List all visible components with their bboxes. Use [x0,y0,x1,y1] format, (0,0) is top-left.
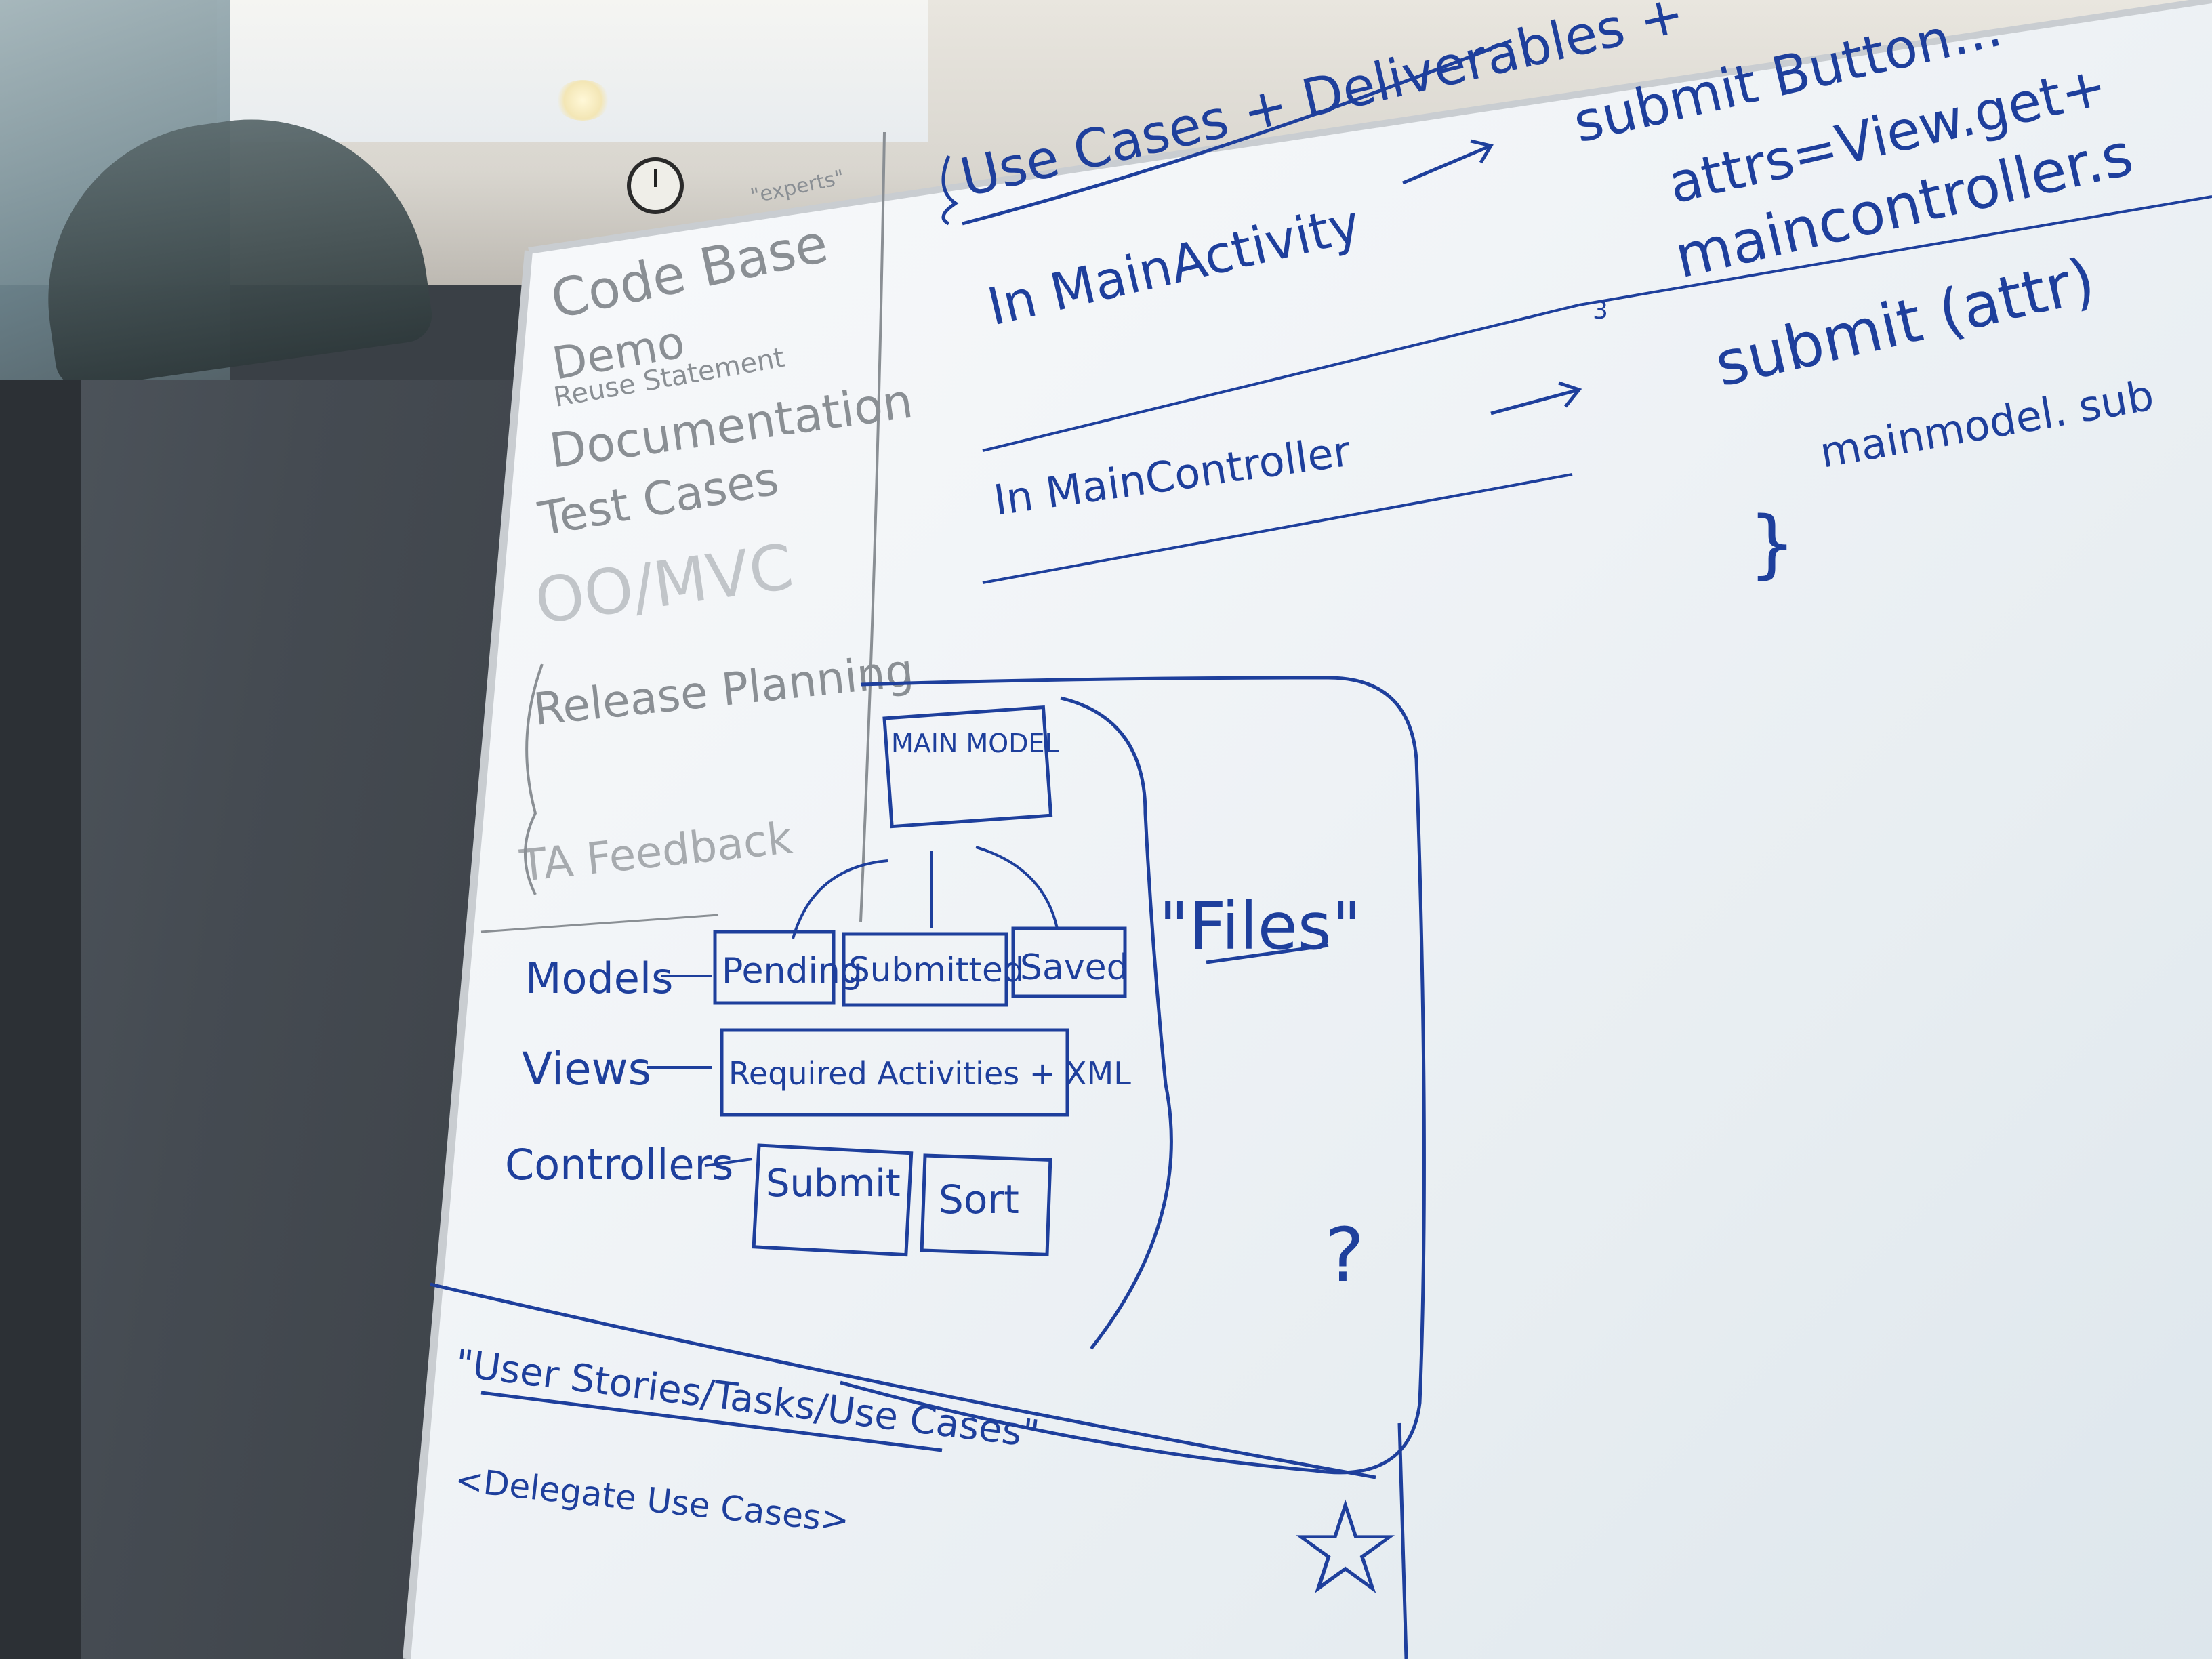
pending-label: Pending [722,951,863,991]
views-box-label: Required Activities + XML [729,1055,1131,1092]
left-item-oo-mvc: OO/MVC [531,531,798,638]
line-mainmodel: mainmodel. sub [1816,370,2157,477]
main-model-box [882,705,1053,829]
views-box [720,1028,1069,1117]
arrow-head-2 [1558,381,1582,408]
divider-vertical [859,131,886,922]
arrow-pending-model [792,859,888,939]
views-label: Views [522,1043,651,1095]
separator-line-3 [1578,195,2212,306]
submit-label: Submit [766,1162,901,1206]
sort-box [920,1153,1052,1256]
controllers-arrow [704,1158,753,1167]
delegate-label: <Delegate Use Cases> [453,1460,851,1540]
saved-box [1011,926,1127,998]
board-left-edge [403,250,533,1659]
arrow-saved-model [975,846,1059,929]
in-maincontroller: In MainController [991,426,1354,525]
sort-label: Sort [939,1176,1019,1223]
bottom-divider [430,1282,1376,1479]
user-stories-underline [480,1391,943,1452]
separator-line-2 [982,304,1580,452]
right-divider [1397,1422,1408,1659]
ceiling-lamp [556,80,610,121]
controllers-label: Controllers [505,1140,733,1189]
submit-box [752,1143,914,1257]
bottom-notes: "User Stories/Tasks/Use Cases" <Delegate… [453,1341,1403,1623]
arrow-head-1 [1470,139,1494,164]
left-list: "experts" Code Base Demo Reuse Statement… [517,165,916,895]
cubicle-edge [0,380,81,1659]
left-item-release-planning: Release Planning [531,644,916,735]
in-mainactivity: In MainActivity [982,193,1366,337]
files-label: "Files" [1159,888,1361,964]
board-top-edge [528,0,2212,254]
submitted-box [842,932,1008,1007]
submitted-label: Submitted [848,950,1024,989]
code-notes: Use Cases + Deliverables + In MainActivi… [941,0,2157,587]
files-outline [840,676,1426,1475]
main-model-label: MAIN MODEL [891,729,1059,758]
question-mark: ? [1325,1212,1364,1298]
divider-horizontal [480,914,719,933]
left-item-ta-feedback: TA Feedback [517,813,795,892]
star-doodle: ☆ [1288,1473,1403,1623]
closing-brace: } [1748,500,1796,587]
saved-label: Saved [1020,947,1129,988]
files-inner-curve [1060,696,1173,1350]
arrow-maincontroller [1490,388,1580,415]
left-brace [524,663,544,895]
header-brace [941,155,959,226]
pending-box [713,930,836,1005]
mvc-diagram: MAIN MODEL Models Pending Submitted Save… [505,676,1426,1475]
brace-small: 3 [1593,297,1608,325]
files-underline [1206,943,1329,964]
models-label: Models [525,954,673,1003]
left-item-code-base: Code Base [546,213,833,331]
arrow-mainactivity [1402,144,1492,185]
wall-clock [627,157,684,214]
header-underline [962,39,1512,226]
separator-line-1 [982,473,1573,584]
